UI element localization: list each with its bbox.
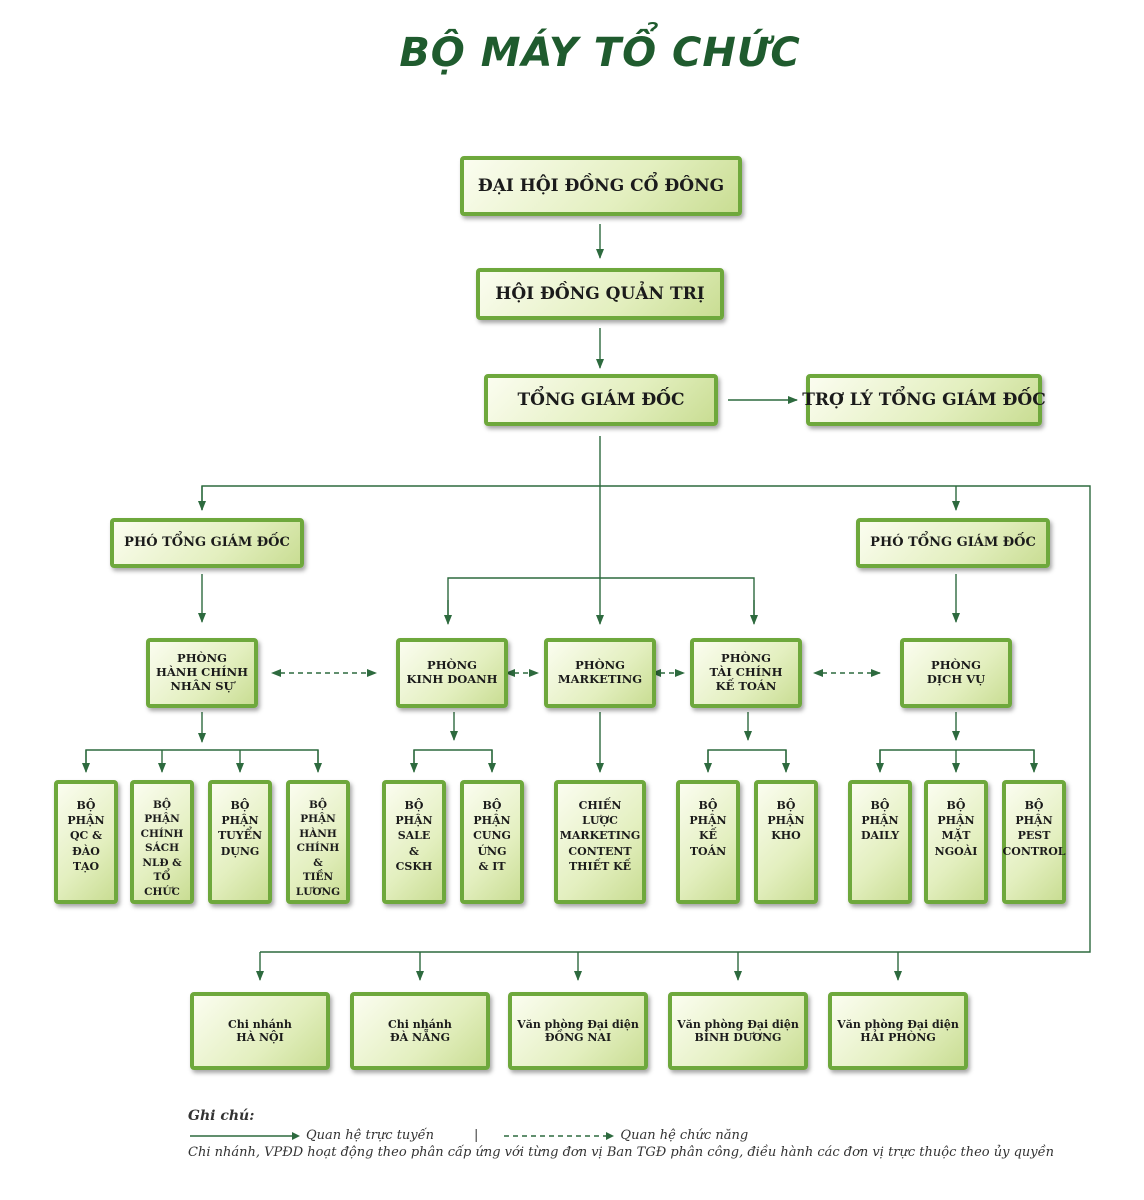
chi-nhanh-da-nang-box: Chi nhánh ĐÀ NẴNG [350, 992, 490, 1070]
bo-phan-tuyen-dung-label: BỘ PHẬN TUYỂN DỤNG [217, 799, 263, 858]
bo-phan-qc-dao-tao-label: BỘ PHẬN QC & ĐÀO TẠO [67, 799, 105, 873]
hoi-dong-quan-tri-box: HỘI ĐỒNG QUẢN TRỊ [476, 268, 724, 320]
pho-tong-giam-doc-right-box: PHÓ TỔNG GIÁM ĐỐC [856, 518, 1050, 568]
bo-phan-daily-label: BỘ PHẬN DAILY [860, 799, 900, 843]
bo-phan-mat-ngoai-label: BỘ PHẬN MẶT NGOÀI [934, 799, 978, 858]
vp-dong-nai-box: Văn phòng Đại diện ĐỒNG NAI [508, 992, 648, 1070]
bo-phan-hanh-chinh-tien-luong-box: BỘ PHẬN HÀNH CHÍNH & TIỀN LƯƠNG [286, 780, 350, 904]
page-title: BỘ MÁY TỔ CHỨC [399, 30, 801, 76]
bo-phan-kho-box: BỘ PHẬN KHO [754, 780, 818, 904]
legend: Quan hệ trực tuyến | Quan hệ chức năng [188, 1128, 1054, 1143]
vp-hai-phong-label: Văn phòng Đại diện HẢI PHÒNG [837, 1017, 959, 1044]
pho-tong-giam-doc-right-label: PHÓ TỔNG GIÁM ĐỐC [870, 535, 1036, 551]
bo-phan-daily-box: BỘ PHẬN DAILY [848, 780, 912, 904]
vp-binh-duong-label: Văn phòng Đại diện BÌNH DƯƠNG [677, 1017, 799, 1044]
phong-kinh-doanh-box: PHÒNG KINH DOANH [396, 638, 508, 708]
vp-dong-nai-label: Văn phòng Đại diện ĐỒNG NAI [517, 1017, 639, 1044]
bo-phan-kho-label: BỘ PHẬN KHO [767, 799, 805, 843]
bo-phan-pest-control-box: BỘ PHẬN PEST CONTROL [1002, 780, 1066, 904]
dashed-arrow-icon [504, 1131, 615, 1140]
bo-phan-ke-toan-box: BỘ PHẬN KẾ TOÁN [676, 780, 740, 904]
tro-ly-tong-giam-doc-box: TRỢ LÝ TỔNG GIÁM ĐỐC [802, 374, 1046, 426]
dai-hoi-dong-co-dong-label: ĐẠI HỘI ĐỒNG CỔ ĐÔNG [477, 175, 725, 196]
bo-phan-cung-ung-it-label: BỘ PHẬN CUNG ỨNG & IT [473, 799, 511, 873]
vp-hai-phong-box: Văn phòng Đại diện HẢI PHÒNG [828, 992, 968, 1070]
footnote: Chi nhánh, VPĐD hoạt động theo phân cấp … [188, 1145, 1055, 1160]
chi-nhanh-ha-noi-box: Chi nhánh HÀ NỘI [190, 992, 330, 1070]
hoi-dong-quan-tri-label: HỘI ĐỒNG QUẢN TRỊ [495, 283, 705, 304]
phong-kinh-doanh-label: PHÒNG KINH DOANH [406, 658, 498, 686]
bo-phan-pest-control-label: BỘ PHẬN PEST CONTROL [1002, 799, 1066, 858]
dai-hoi-dong-co-dong-box: ĐẠI HỘI ĐỒNG CỔ ĐÔNG [460, 156, 742, 216]
bo-phan-sale-cskh-box: BỘ PHẬN SALE & CSKH [382, 780, 446, 904]
phong-tai-chinh-ke-toan-box: PHÒNG TÀI CHÍNH KẾ TOÁN [690, 638, 802, 708]
bo-phan-mat-ngoai-box: BỘ PHẬN MẶT NGOÀI [924, 780, 988, 904]
bo-phan-tuyen-dung-box: BỘ PHẬN TUYỂN DỤNG [208, 780, 272, 904]
chi-nhanh-ha-noi-label: Chi nhánh HÀ NỘI [228, 1017, 292, 1044]
legend-separator: | [474, 1128, 479, 1143]
bo-phan-ke-toan-label: BỘ PHẬN KẾ TOÁN [689, 799, 727, 858]
chien-luoc-marketing-label: CHIẾN LƯỢC MARKETING CONTENT THIẾT KẾ [559, 799, 641, 873]
bo-phan-chinh-sach-box: BỘ PHẬN CHÍNH SÁCH NLĐ & TỔ CHỨC [130, 780, 194, 904]
notes-section: Ghi chú: Quan hệ trực tuyến | Quan hệ ch… [188, 1108, 1054, 1160]
phong-dich-vu-label: PHÒNG DỊCH VỤ [926, 658, 986, 686]
tong-giam-doc-box: TỔNG GIÁM ĐỐC [484, 374, 718, 426]
notes-label: Ghi chú: [188, 1108, 255, 1124]
tong-giam-doc-label: TỔNG GIÁM ĐỐC [517, 389, 685, 410]
pho-tong-giam-doc-left-box: PHÓ TỔNG GIÁM ĐỐC [110, 518, 304, 568]
bo-phan-hanh-chinh-tien-luong-label: BỘ PHẬN HÀNH CHÍNH & TIỀN LƯƠNG [295, 799, 341, 898]
bo-phan-sale-cskh-label: BỘ PHẬN SALE & CSKH [395, 799, 433, 873]
phong-marketing-label: PHÒNG MARKETING [557, 658, 643, 686]
phong-hanh-chinh-nhan-su-box: PHÒNG HÀNH CHÍNH NHÂN SỰ [146, 638, 258, 708]
tro-ly-tong-giam-doc-label: TRỢ LÝ TỔNG GIÁM ĐỐC [802, 389, 1046, 410]
pho-tong-giam-doc-left-label: PHÓ TỔNG GIÁM ĐỐC [124, 535, 290, 551]
phong-tai-chinh-ke-toan-label: PHÒNG TÀI CHÍNH KẾ TOÁN [709, 651, 783, 693]
bo-phan-qc-dao-tao-box: BỘ PHẬN QC & ĐÀO TẠO [54, 780, 118, 904]
solid-legend-label: Quan hệ trực tuyến [306, 1128, 435, 1143]
phong-hanh-chinh-nhan-su-label: PHÒNG HÀNH CHÍNH NHÂN SỰ [156, 651, 248, 693]
phong-dich-vu-box: PHÒNG DỊCH VỤ [900, 638, 1012, 708]
dashed-legend-label: Quan hệ chức năng [620, 1128, 749, 1143]
bo-phan-cung-ung-it-box: BỘ PHẬN CUNG ỨNG & IT [460, 780, 524, 904]
chi-nhanh-da-nang-label: Chi nhánh ĐÀ NẴNG [388, 1017, 452, 1044]
bo-phan-chinh-sach-label: BỘ PHẬN CHÍNH SÁCH NLĐ & TỔ CHỨC [140, 799, 184, 898]
phong-marketing-box: PHÒNG MARKETING [544, 638, 656, 708]
solid-arrow-icon [190, 1131, 300, 1140]
chien-luoc-marketing-box: CHIẾN LƯỢC MARKETING CONTENT THIẾT KẾ [554, 780, 646, 904]
vp-binh-duong-box: Văn phòng Đại diện BÌNH DƯƠNG [668, 992, 808, 1070]
